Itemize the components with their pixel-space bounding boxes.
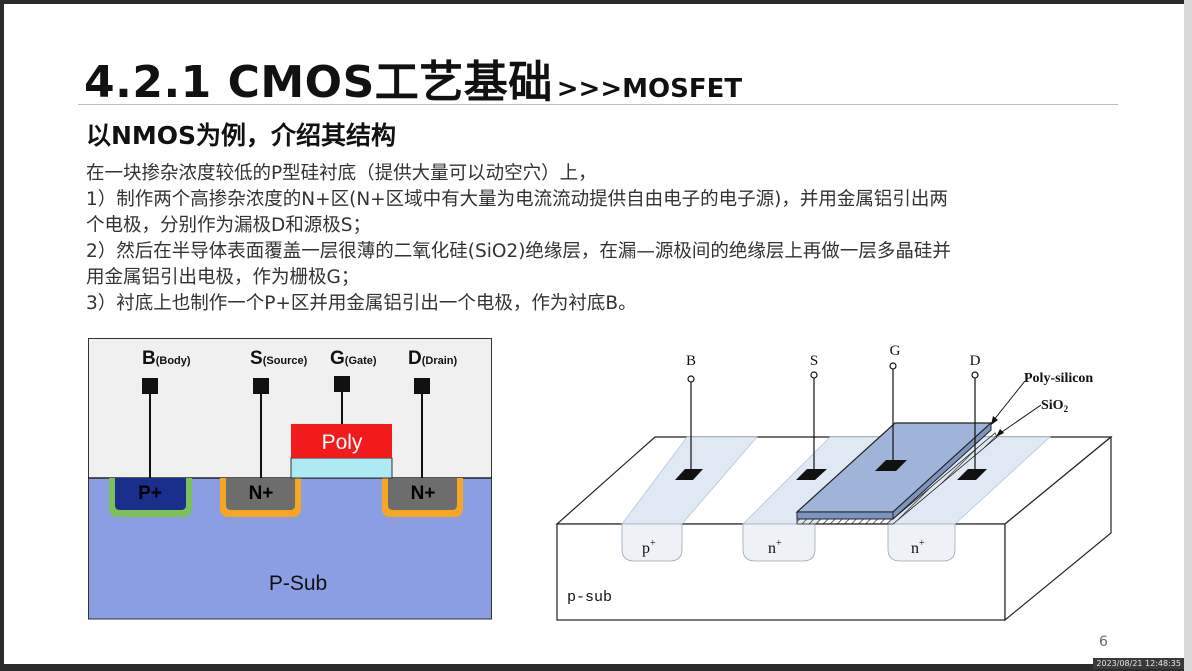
n-plus-drain-label: N+ [411,483,436,504]
terminal-label-gate: G(Gate) [330,348,377,369]
n-plus-source-well-label: n+ [768,538,782,557]
para-line: 个电极，分别作为漏极D和源极S； [86,215,371,236]
source-contact-pad [796,469,827,480]
source-contact [253,378,269,394]
n-plus-source-region [226,478,295,510]
sio2-label: SiO2 [1041,398,1069,414]
n-plus-drain-region [388,478,457,510]
p-plus-region [115,478,186,510]
p-plus-well-label: p+ [642,538,656,557]
para-line: 在一块掺杂浓度较低的P型硅衬底（提供大量可以动空穴）上， [86,163,597,184]
terminal-label-body: B(Body) [142,348,191,369]
terminal-label-drain: D(Drain) [408,348,458,369]
diagram-top-region [88,338,492,479]
wafer-side-face [1004,435,1112,622]
description-paragraph: 在一块掺杂浓度较低的P型硅衬底（提供大量可以动空穴）上， 1）制作两个高掺杂浓度… [86,161,1116,317]
title-suffix: >>>MOSFET [556,74,743,104]
p-plus-label: P+ [138,483,162,504]
slide: 4.2.1 CMOS工艺基础>>>MOSFET 以NMOS为例，介绍其结构 在一… [4,4,1184,664]
terminal-d: D [970,353,981,369]
title-main: 4.2.1 CMOS工艺基础 [84,57,553,108]
body-contact [142,378,158,394]
para-line: 2）然后在半导体表面覆盖一层很薄的二氧化硅(SiO2)绝缘层，在漏—源极间的绝缘… [86,241,951,262]
terminal-s: S [810,353,818,369]
terminal-b: B [686,353,696,369]
para-line: 3）衬底上也制作一个P+区并用金属铝引出一个电极，作为衬底B。 [86,293,637,314]
terminal-g: G [890,343,901,359]
poly-silicon-side [892,421,992,521]
body-contact-pad [675,469,703,480]
screen-timestamp: 2023/08/21 12:48:35 [1093,658,1184,669]
title-divider [78,104,1118,105]
n-plus-drain-well [887,523,956,562]
nmos-cross-section-diagram: B(Body) S(Source) G(Gate) D(Drain) Poly … [88,338,492,620]
gate-contact-pad [875,460,907,471]
poly-silicon-label: Poly-silicon [1024,371,1093,386]
substrate-label: P-Sub [269,572,327,595]
para-line: 用金属铝引出电极，作为栅极G； [86,267,360,288]
drain-contact [414,378,430,394]
para-line: 1）制作两个高掺杂浓度的N+区(N+区域中有大量为电流流动提供自由电子的电子源)… [86,189,948,210]
n-plus-source-label: N+ [249,483,274,504]
n-plus-drain-well-label: n+ [911,538,925,557]
gate-contact [334,376,350,392]
poly-silicon-edge [796,511,894,520]
oxide-layer [290,457,393,479]
slide-title: 4.2.1 CMOS工艺基础>>>MOSFET [84,46,743,108]
terminal-label-source: S(Source) [250,348,308,369]
slide-subtitle: 以NMOS为例，介绍其结构 [86,121,397,150]
poly-gate [291,424,392,458]
poly-label: Poly [322,431,363,454]
p-sub-label: p-sub [567,589,612,606]
mosfet-3d-diagram: B S G D Poly-silicon SiO2 p+ n+ n+ p-sub [555,343,1113,622]
p-plus-well [621,523,683,562]
page-number: 6 [1099,634,1108,650]
drain-contact-pad [957,469,987,480]
n-plus-source-well [742,523,816,562]
window-edge [1184,0,1192,671]
